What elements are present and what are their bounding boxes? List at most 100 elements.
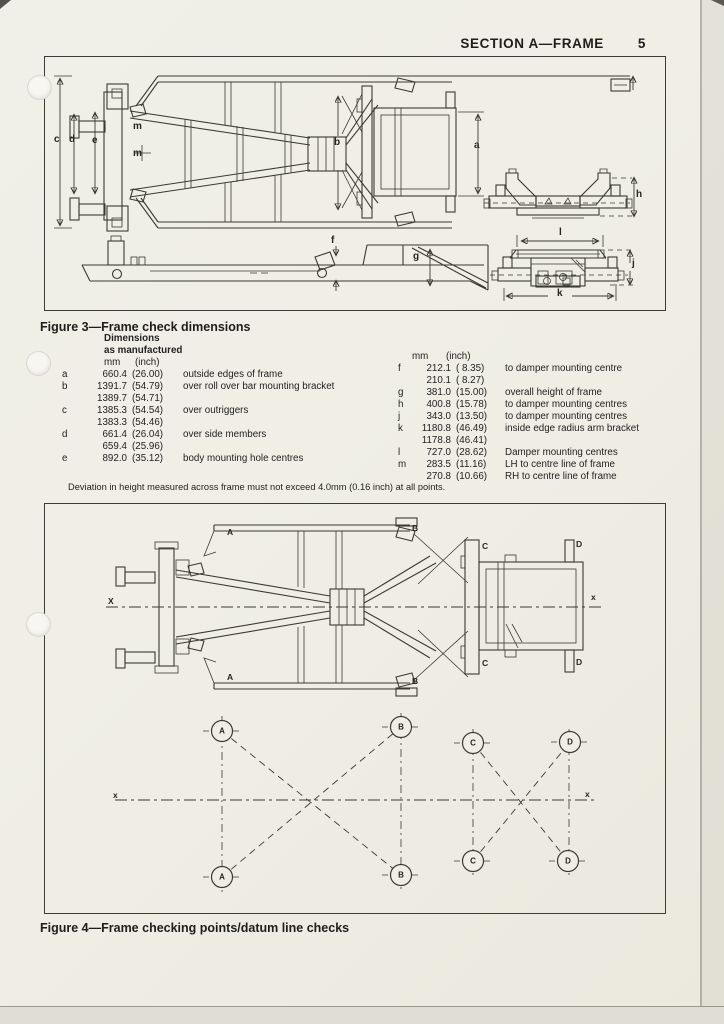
dimension-description: over outriggers — [183, 405, 249, 416]
figure4-border — [44, 503, 666, 914]
dimension-inch: (10.66) — [456, 471, 488, 482]
dimension-inch: (15.78) — [456, 399, 488, 410]
dimension-mm: 1180.8 — [421, 423, 451, 434]
dimension-mm: 381.0 — [426, 387, 451, 398]
dimension-letter: c — [62, 405, 67, 416]
figure3-border — [44, 56, 666, 311]
dimension-label: j — [632, 258, 635, 269]
section-title: SECTION A—FRAME — [460, 36, 604, 51]
datum-point-letter: A — [219, 872, 225, 882]
table-title: Dimensions — [104, 333, 160, 344]
dimension-letter: f — [398, 363, 401, 374]
table-row: b 1391.7 (54.79) over roll over bar moun… — [62, 381, 407, 393]
page-number: 5 — [637, 36, 646, 51]
datum-point-letter: D — [565, 856, 571, 866]
dimension-description: over side members — [183, 429, 267, 440]
table-row: f 212.1 ( 8.35) to damper mounting centr… — [398, 363, 703, 375]
dimension-label: d — [69, 134, 76, 145]
check-point-label: A — [227, 527, 234, 537]
dimension-inch: (13.50) — [456, 411, 488, 422]
punch-hole-middle — [26, 351, 51, 376]
table-row: j 343.0 (13.50) to damper mounting centr… — [398, 411, 703, 423]
table-row: 270.8 (10.66) RH to centre line of frame — [398, 471, 703, 483]
dimension-inch: (54.79) — [132, 381, 164, 392]
check-point-label: C — [482, 541, 489, 551]
dimension-mm: 212.1 — [426, 363, 451, 374]
dimension-label: l — [559, 227, 562, 238]
table-row: 1383.3 (54.46) — [62, 417, 407, 429]
dimension-inch: (26.00) — [132, 369, 164, 380]
dimension-label: h — [636, 189, 643, 200]
table-row: e 892.0 (35.12) body mounting hole centr… — [62, 453, 407, 465]
table-row: h 400.8 (15.78) to damper mounting centr… — [398, 399, 703, 411]
datum-point-letter: B — [398, 722, 404, 732]
table-row: k 1180.8 (46.49) inside edge radius arm … — [398, 423, 703, 435]
page-bottom-edge — [0, 1006, 724, 1024]
dimension-mm: 1389.7 — [97, 393, 127, 404]
dimension-inch: ( 8.35) — [456, 363, 485, 374]
dimension-description: Damper mounting centres — [505, 447, 618, 458]
check-point-label: x — [113, 790, 118, 800]
dimension-mm: 400.8 — [426, 399, 451, 410]
column-header-mm: mm — [104, 357, 121, 368]
dimension-mm: 1391.7 — [97, 381, 127, 392]
figure3-caption: Figure 3—Frame check dimensions — [40, 320, 251, 334]
dimension-letter: a — [62, 369, 68, 380]
dimension-mm: 343.0 — [426, 411, 451, 422]
check-point-label: A — [227, 672, 234, 682]
datum-point-letter: B — [398, 870, 404, 880]
check-point-label: B — [412, 523, 419, 533]
check-point-label: x — [591, 592, 596, 602]
dimension-mm: 1383.3 — [97, 417, 127, 428]
figure4-caption: Figure 4—Frame checking points/datum lin… — [40, 921, 350, 935]
dimension-letter: d — [62, 429, 68, 440]
dimension-letter: m — [398, 459, 407, 470]
dimension-label: c — [54, 134, 60, 145]
dimension-description: LH to centre line of frame — [505, 459, 615, 470]
dimension-label: k — [557, 288, 563, 299]
datum-point-letter: A — [219, 726, 225, 736]
dimension-description: to damper mounting centres — [505, 411, 627, 422]
dimension-letter — [398, 375, 411, 387]
dimension-description: to damper mounting centres — [505, 399, 627, 410]
table-row: m 283.5 (11.16) LH to centre line of fra… — [398, 459, 703, 471]
dimension-letter: b — [62, 381, 68, 392]
dimension-letter: k — [398, 423, 403, 434]
dimension-mm: 660.4 — [102, 369, 127, 380]
check-point-label: D — [576, 657, 583, 667]
dimension-mm: 1178.8 — [421, 435, 451, 446]
page-edge-shade — [702, 0, 724, 1024]
dimension-label: b — [334, 137, 341, 148]
check-point-label: D — [576, 539, 583, 549]
scan-corner-mark — [0, 0, 11, 9]
dimension-letter: g — [398, 387, 404, 398]
table-row: 1178.8 (46.41) — [398, 435, 703, 447]
dimension-letter: j — [398, 411, 401, 422]
table-row: 659.4 (25.96) — [62, 441, 407, 453]
check-point-label: C — [482, 658, 489, 668]
dimension-letter: l — [398, 447, 401, 458]
dimension-mm: 661.4 — [102, 429, 127, 440]
dimension-inch: (15.00) — [456, 387, 488, 398]
table-row: g 381.0 (15.00) overall height of frame — [398, 387, 703, 399]
dimension-description: overall height of frame — [505, 387, 602, 398]
dimension-inch: (11.16) — [456, 459, 487, 470]
table-row: 1389.7 (54.71) — [62, 393, 407, 405]
table-row: 210.1 ( 8.27) — [398, 375, 703, 387]
dimension-description: over roll over bar mounting bracket — [183, 381, 335, 392]
check-point-label: B — [412, 676, 419, 686]
check-point-label: x — [585, 789, 590, 799]
page-edge-line — [700, 0, 702, 1024]
dimension-mm: 892.0 — [102, 453, 127, 464]
datum-point-letter: C — [470, 738, 476, 748]
dimension-mm: 210.1 — [426, 375, 451, 386]
dimension-description: to damper mounting centre — [505, 363, 623, 374]
punch-hole-bottom — [26, 612, 51, 637]
dimension-inch: (46.49) — [456, 423, 488, 434]
dimension-inch: (28.62) — [456, 447, 488, 458]
column-header-inch: (inch) — [446, 351, 471, 362]
datum-point-letter: C — [470, 856, 476, 866]
dimension-letter — [398, 435, 411, 447]
punch-hole-top — [27, 75, 52, 100]
dimension-letter — [62, 417, 77, 429]
